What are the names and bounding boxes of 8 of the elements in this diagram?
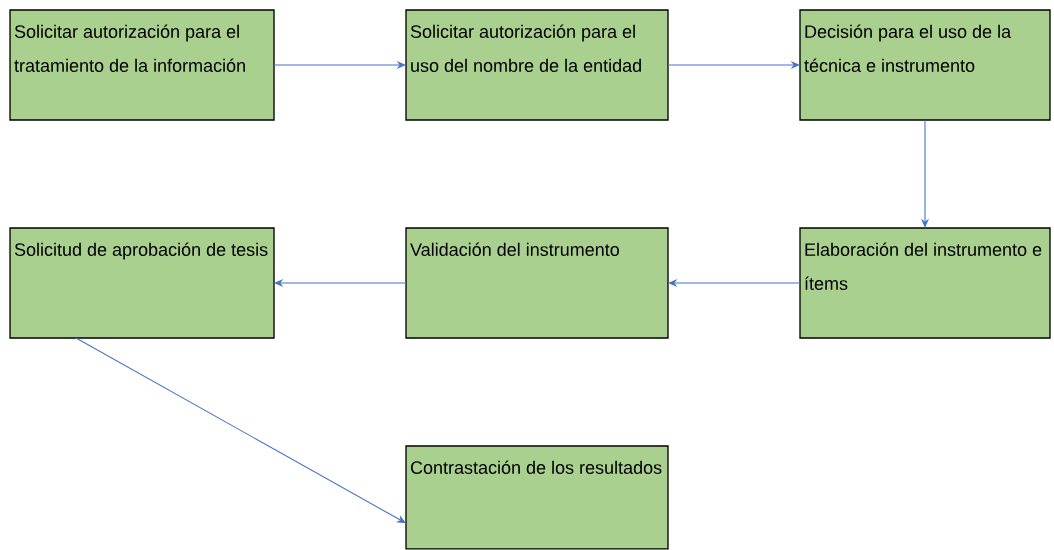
process-box: Contrastación de los resultados [405,445,669,550]
arrow [75,337,406,524]
process-box: Decisión para el uso de la técnica e instrumento [799,9,1051,121]
process-box: Solicitar autorización para el uso del nombre de la entidad [405,9,669,121]
process-box: Solicitar autorización para el tratamiento de la información [9,9,275,121]
process-box: Solicitud de aprobación de tesis [9,227,275,339]
process-box: Validación del instrumento [405,227,669,339]
process-box: Elaboración del instrumento e ítems [799,227,1051,339]
